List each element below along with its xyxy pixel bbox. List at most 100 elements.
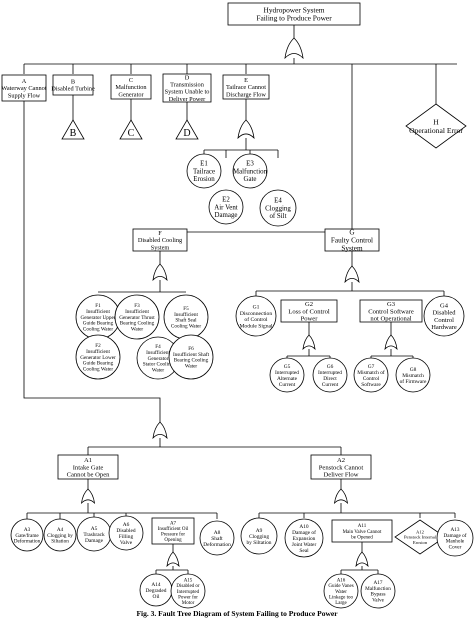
- basic-event-g4-text-2: Control: [434, 317, 454, 324]
- basic-event-g5[interactable]: [269, 357, 305, 393]
- basic-event-a9-text-2: by Siltation: [246, 540, 271, 546]
- basic-event-a15-text-1: Disabled or: [176, 584, 200, 589]
- basic-event-g6-text-0: G6: [327, 364, 334, 370]
- event-a7[interactable]: [151, 517, 195, 545]
- top-event-text-0: Hydropower System: [264, 5, 325, 14]
- basic-event-a3[interactable]: [10, 518, 44, 552]
- event-g2-text-1: Loss of Control: [288, 308, 330, 315]
- basic-event-a15-text-3: Power for: [178, 595, 198, 600]
- basic-event-e4[interactable]: [259, 189, 297, 227]
- basic-event-a15-text-2: Interrupted: [177, 590, 200, 595]
- top-event-text-1: Failing to Produce Power: [256, 14, 332, 23]
- transfer-b[interactable]: [61, 119, 85, 140]
- event-a7-text-2: Pressure for: [161, 533, 185, 538]
- basic-event-a15[interactable]: [170, 573, 206, 609]
- basic-event-g4-text-0: G4: [440, 302, 449, 309]
- basic-event-f3[interactable]: [114, 294, 160, 340]
- basic-event-a9[interactable]: [240, 517, 278, 555]
- transfer-d[interactable]: [175, 119, 199, 140]
- basic-event-g7[interactable]: [353, 357, 389, 393]
- undeveloped-event-a12[interactable]: [394, 519, 446, 555]
- event-g-text-1: Faulty Control: [331, 237, 373, 245]
- basic-event-a10-text-3: Joint Water: [292, 542, 317, 548]
- basic-event-e3-text-2: Gate: [243, 176, 256, 183]
- basic-event-a17-text-3: Valve: [372, 598, 385, 604]
- event-d[interactable]: [162, 73, 212, 103]
- undeveloped-event-a12-text-0: A12: [416, 530, 425, 535]
- event-c[interactable]: [110, 74, 152, 100]
- event-e[interactable]: [222, 74, 270, 100]
- basic-event-a14-text-1: Degraded: [146, 588, 167, 594]
- event-a2-text-2: Deliver Flow: [324, 472, 359, 479]
- basic-event-e2[interactable]: [208, 189, 244, 225]
- basic-event-g7-text-2: Control: [363, 376, 380, 382]
- basic-event-g4-text-1: Disabled: [432, 310, 456, 317]
- basic-event-g1[interactable]: [235, 295, 277, 337]
- undeveloped-event-a12-text-2: Erosion: [413, 540, 428, 545]
- event-g-text-2: System: [341, 245, 363, 253]
- basic-event-a5-text-1: Trashrack: [83, 532, 105, 538]
- basic-event-f2-text-2: Generator Lower: [80, 355, 116, 361]
- basic-event-a8-text-1: Shaft: [211, 535, 223, 542]
- transfer-c[interactable]: [119, 119, 143, 140]
- basic-event-a4[interactable]: [43, 518, 77, 552]
- basic-event-a10[interactable]: [284, 518, 324, 558]
- basic-event-a16[interactable]: [323, 573, 359, 609]
- basic-event-a8[interactable]: [199, 520, 235, 556]
- a1-or-gate: [80, 488, 96, 505]
- basic-event-e1-text-2: Erosion: [193, 176, 215, 183]
- event-a-text-2: Supply Flow: [8, 92, 41, 99]
- basic-event-g6-text-2: Direct: [323, 376, 337, 382]
- basic-event-g4-text-3: Hardware: [431, 324, 457, 331]
- event-a1[interactable]: [57, 454, 119, 480]
- event-c-text-2: Generator: [118, 91, 144, 98]
- basic-event-g4[interactable]: [423, 295, 465, 337]
- basic-event-f3-text-4: Water: [131, 327, 144, 333]
- basic-event-e4-text-2: of Silt: [269, 213, 286, 220]
- a2-or-gate: [333, 488, 349, 505]
- event-a7-text-0: A7: [170, 521, 177, 526]
- basic-event-a16-text-3: Linkage too: [329, 595, 354, 600]
- event-f-text-1: Disabled Cooling: [138, 237, 183, 244]
- basic-event-a6-text-2: Filling: [119, 534, 134, 540]
- basic-event-f4-text-3: Stator Cooling: [143, 362, 174, 368]
- basic-event-a13[interactable]: [436, 519, 474, 557]
- basic-event-e3[interactable]: [232, 153, 268, 189]
- basic-event-e3-text-1: Malfunction: [233, 168, 268, 175]
- basic-event-a17[interactable]: [360, 573, 396, 609]
- basic-event-e1[interactable]: [186, 153, 222, 189]
- basic-event-f2[interactable]: [75, 334, 121, 380]
- basic-event-f4-text-1: Insufficient: [146, 349, 170, 356]
- basic-event-e2-text-2: Damage: [215, 212, 238, 219]
- basic-event-g5-text-1: Interrupted: [275, 370, 299, 376]
- basic-event-g6[interactable]: [312, 357, 348, 393]
- basic-event-a14-text-2: Oil: [153, 594, 160, 600]
- basic-event-f5-text-2: Shaft Seal: [175, 317, 197, 324]
- basic-event-f6[interactable]: [168, 334, 214, 380]
- figure-caption: Fig. 3. Fault Tree Diagram of System Fai…: [136, 609, 338, 618]
- basic-event-a10-text-4: Seal: [299, 548, 309, 554]
- basic-event-f3-text-0: F3: [134, 303, 140, 309]
- basic-event-a6-text-3: Valve: [120, 540, 133, 546]
- event-g3-text-0: G3: [387, 301, 396, 308]
- basic-event-a6[interactable]: [108, 515, 144, 551]
- basic-event-e4-text-1: Clogging: [265, 205, 291, 212]
- event-a11-text-0: A11: [358, 524, 367, 529]
- event-g3-text-1: Control Software: [368, 308, 414, 315]
- transfer-b-letter: B: [70, 128, 77, 139]
- basic-event-a13-text-2: Manhole: [446, 539, 465, 545]
- basic-event-f1-text-4: Cooling Water: [83, 327, 113, 333]
- undeveloped-event-h[interactable]: [405, 103, 467, 149]
- a-or-gate: [152, 421, 168, 440]
- basic-event-g8[interactable]: [395, 357, 431, 393]
